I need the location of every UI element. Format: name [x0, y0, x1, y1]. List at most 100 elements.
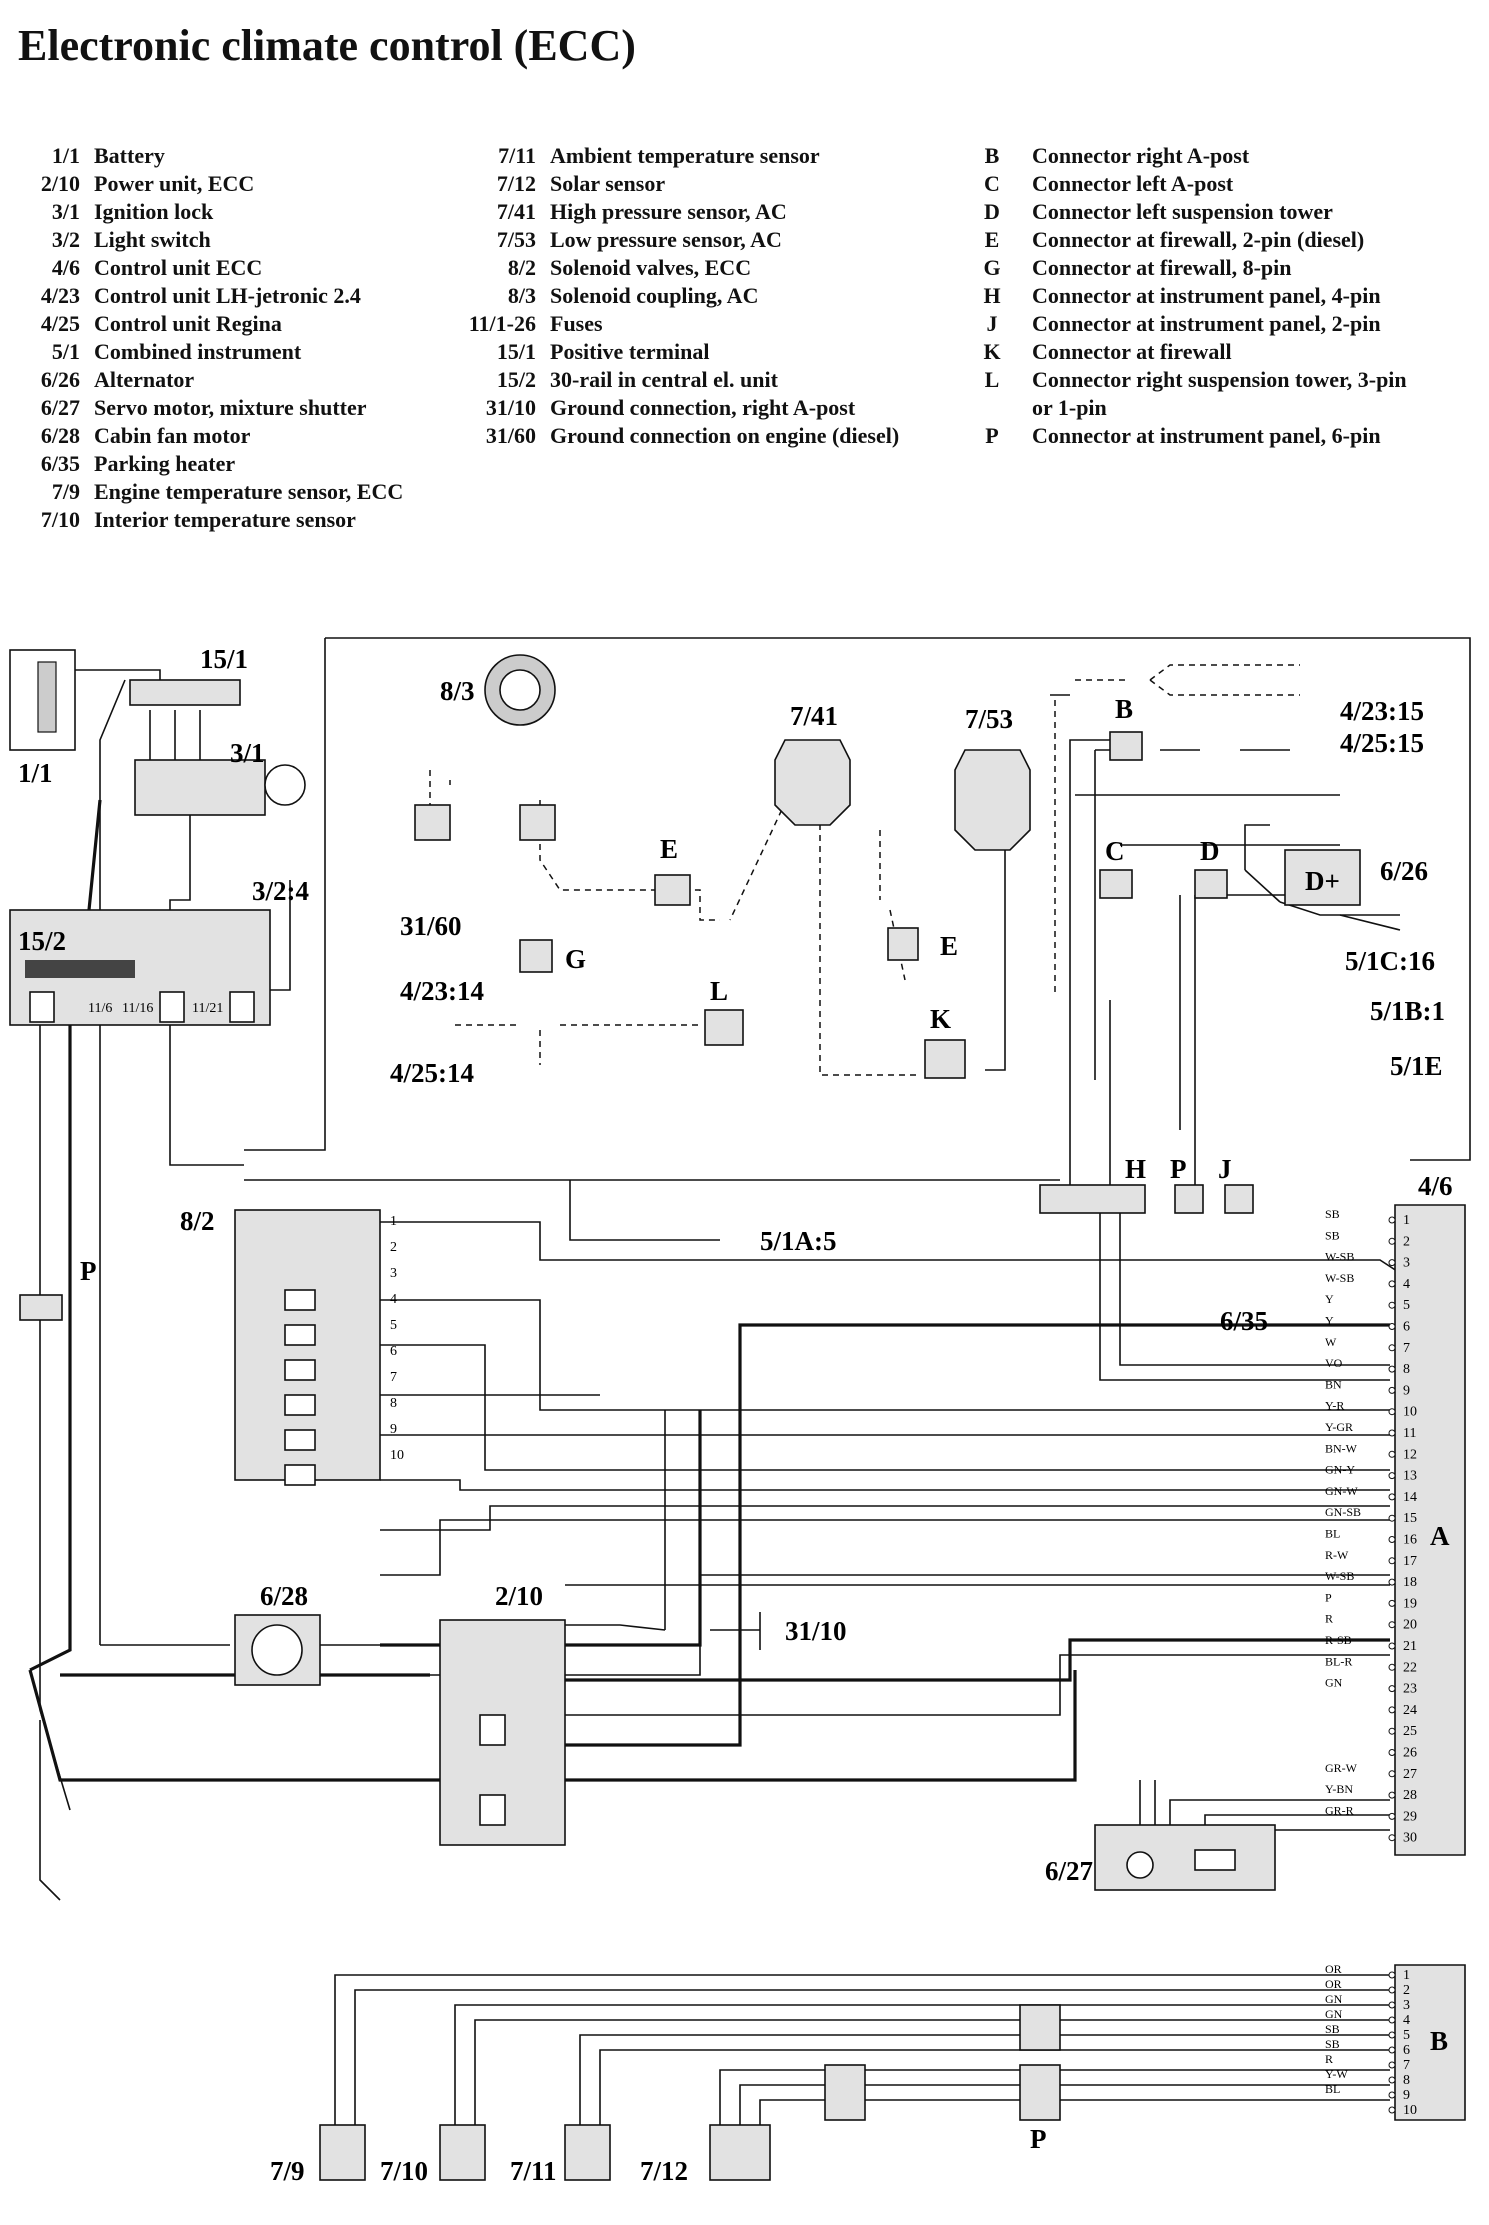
legend-code: C	[984, 171, 1000, 196]
valve-pin-number: 5	[390, 1318, 397, 1333]
servo-motor-6-27: 6/27	[1045, 1824, 1276, 1891]
legend-text: Connector at instrument panel, 6-pin	[1032, 423, 1381, 448]
label-6-26: 6/26	[1380, 856, 1428, 886]
pin-terminal	[1388, 1770, 1396, 1778]
wire-color-label: Y-BN	[1325, 1782, 1353, 1796]
label-5-1b-1: 5/1B:1	[1370, 996, 1445, 1026]
pin-number: 8	[1403, 2073, 1410, 2088]
legend-text: Ignition lock	[94, 199, 214, 224]
pin-terminal	[1388, 1971, 1396, 1979]
label-31-10: 31/10	[785, 1616, 847, 1646]
legend-item: 2/10 Power unit, ECC	[12, 170, 403, 198]
wire-color-label: R-W	[1325, 1548, 1349, 1562]
wire-color-label: BL	[1325, 1527, 1340, 1541]
pin-number: 16	[1403, 1533, 1417, 1548]
pin-number: 6	[1403, 1320, 1410, 1335]
pin-terminal	[1388, 2091, 1396, 2099]
wire-color-label: R-SB	[1325, 1633, 1352, 1647]
connector-d: D	[1194, 836, 1228, 899]
pin-number: 3	[1403, 1256, 1410, 1271]
legend-code: K	[983, 339, 1001, 364]
legend-text: Connector at firewall	[1032, 339, 1232, 364]
label-8-2: 8/2	[180, 1206, 215, 1236]
label-15-2: 15/2	[18, 926, 66, 956]
pin-terminal	[1388, 1812, 1396, 1820]
legend-text: Connector right suspension tower, 3-pin	[1032, 367, 1407, 392]
pin-number: 5	[1403, 1298, 1410, 1313]
label-4-6: 4/6	[1418, 1171, 1453, 1201]
pin-terminal	[1388, 1706, 1396, 1714]
legend-code: 11/1-26	[468, 311, 536, 336]
legend-code: 7/10	[40, 507, 80, 532]
pin-number: 9	[1403, 2088, 1410, 2103]
connector-l: L	[704, 976, 744, 1046]
label-5-1e: 5/1E	[1390, 1051, 1443, 1081]
pin-number: 30	[1403, 1831, 1417, 1846]
legend-code: 31/10	[485, 395, 536, 420]
wire-color-label: GN	[1325, 2007, 1343, 2021]
fuse-11-21: 11/21	[192, 1001, 223, 1016]
legend-text: Interior temperature sensor	[94, 507, 356, 532]
legend-text: Power unit, ECC	[94, 171, 255, 196]
legend-code: 4/6	[51, 255, 80, 280]
label-8-3: 8/3	[440, 676, 475, 706]
valve-pin-number: 9	[390, 1422, 397, 1437]
pin-terminal	[1388, 1536, 1396, 1543]
pin-number: 18	[1403, 1575, 1417, 1590]
pin-number: 24	[1403, 1703, 1417, 1718]
legend-text: Fuses	[550, 311, 603, 336]
pin-terminal	[1388, 1685, 1396, 1693]
pin-terminal	[1388, 1493, 1396, 1501]
battery-1-1: 1/1	[9, 649, 76, 788]
pin-terminal	[1388, 2031, 1396, 2039]
legend-code: E	[984, 227, 1000, 252]
legend-text: Alternator	[94, 367, 195, 392]
valve-pin-number: 1	[390, 1214, 397, 1229]
pin-number: 12	[1403, 1447, 1417, 1462]
legend-code: L	[984, 367, 1000, 392]
label-7-11: 7/11	[510, 2156, 557, 2186]
connector-p-left	[19, 1294, 63, 1321]
wire-color-label: SB	[1325, 2037, 1340, 2051]
connector-p-top: P	[1170, 1154, 1204, 1214]
pin-number: 21	[1403, 1639, 1417, 1654]
ecc-a-pin-list: 1SB2SB3W-SB4W-SB5Y6Y7W8VO9BN10Y-R11Y-GR1…	[1325, 1207, 1417, 1846]
wire-color-label: W-SB	[1325, 1271, 1354, 1285]
legend-text: Connector at firewall, 2-pin (diesel)	[1032, 227, 1365, 252]
pin-number: 22	[1403, 1660, 1417, 1675]
legend-code: 8/3	[507, 283, 536, 308]
legend-text: Control unit ECC	[94, 255, 263, 280]
valve-pin-number: 3	[390, 1266, 397, 1281]
wiring	[28, 637, 1471, 2125]
legend-code: B	[984, 143, 1000, 168]
legend-code: 1/1	[51, 143, 80, 168]
wire-color-label: BL	[1325, 2082, 1340, 2096]
legend-code: 4/23	[40, 283, 80, 308]
connector-h: H	[1039, 1154, 1146, 1214]
legend-item: K Connector at firewall	[978, 338, 1407, 366]
solenoid-valves-8-2: 8/2	[180, 1206, 381, 1486]
legend-code: 7/11	[498, 143, 536, 168]
pin-number: 2	[1403, 1983, 1410, 1998]
pin-number: 20	[1403, 1618, 1417, 1633]
pin-terminal	[1388, 2061, 1396, 2069]
pin-terminal	[1388, 1386, 1396, 1394]
pin-number: 4	[1403, 2013, 1410, 2028]
pin-terminal	[1388, 1727, 1396, 1735]
pin-number: 25	[1403, 1724, 1417, 1739]
pin-terminal	[1388, 1323, 1396, 1330]
legend-item: L Connector right suspension tower, 3-pin	[978, 366, 1407, 394]
page-title: Electronic climate control (ECC)	[18, 21, 636, 70]
label-7-41: 7/41	[790, 701, 838, 731]
pin-terminal	[1388, 1642, 1396, 1650]
pin-number: 11	[1403, 1426, 1416, 1441]
legend-code: 2/10	[40, 171, 80, 196]
wire-color-label: GR-W	[1325, 1761, 1358, 1775]
